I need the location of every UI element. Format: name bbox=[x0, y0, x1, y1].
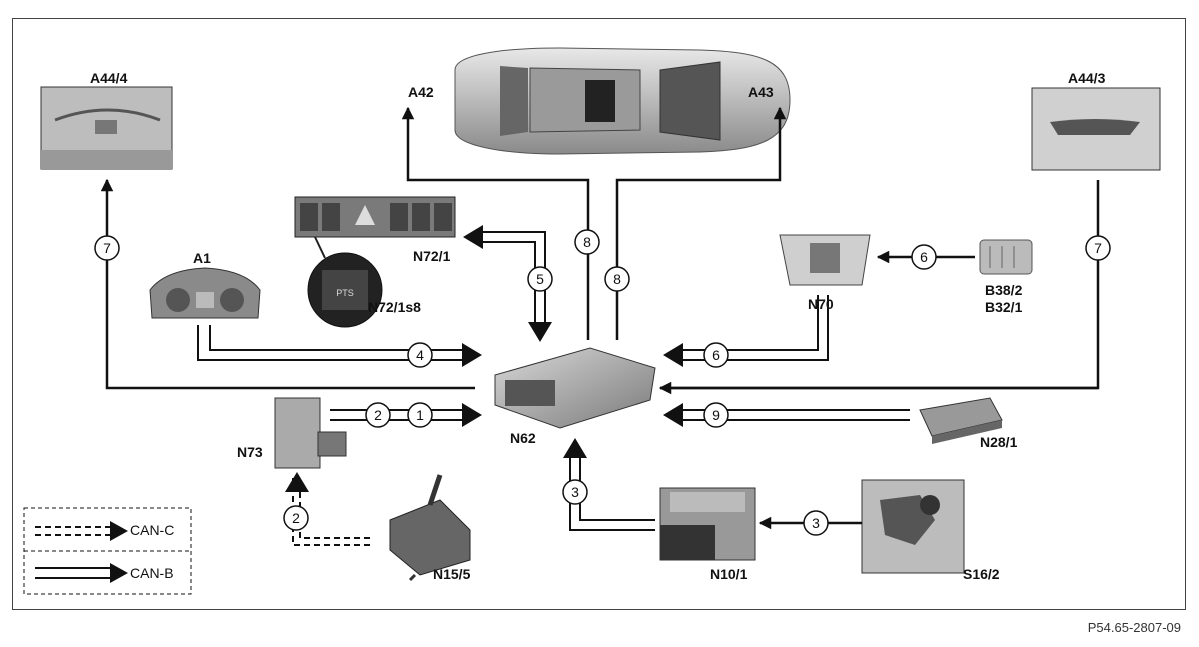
n70-image bbox=[779, 234, 871, 286]
num-8-left: 8 bbox=[583, 234, 591, 250]
num-6-n70: 6 bbox=[712, 347, 720, 363]
label-n72-1s8: N72/1s8 bbox=[368, 299, 421, 315]
label-s16-2: S16/2 bbox=[963, 566, 1000, 582]
num-7-right: 7 bbox=[1094, 240, 1102, 256]
legend-box bbox=[23, 507, 192, 595]
a44-3-image bbox=[1031, 87, 1161, 171]
num-4: 4 bbox=[416, 347, 424, 363]
num-3-n10: 3 bbox=[571, 484, 579, 500]
label-n72-1: N72/1 bbox=[413, 248, 451, 264]
can-c-line bbox=[292, 478, 370, 546]
s16-2-image bbox=[861, 479, 965, 574]
label-n62: N62 bbox=[510, 430, 536, 446]
num-7-left: 7 bbox=[103, 240, 111, 256]
num-3-s16: 3 bbox=[812, 515, 820, 531]
label-a1: A1 bbox=[193, 250, 211, 266]
num-8-right: 8 bbox=[613, 271, 621, 287]
num-9: 9 bbox=[712, 407, 720, 423]
can-b-arrowheads bbox=[462, 225, 683, 458]
b38-2-image bbox=[979, 239, 1033, 275]
label-n28-1: N28/1 bbox=[980, 434, 1018, 450]
label-a44-3: A44/3 bbox=[1068, 70, 1106, 86]
can-c-arrowhead bbox=[285, 472, 309, 492]
switch-button-text: PTS bbox=[336, 288, 354, 298]
a44-4-image bbox=[40, 86, 173, 170]
n10-1-image bbox=[659, 487, 756, 561]
label-n73: N73 bbox=[237, 444, 263, 460]
num-6-b38: 6 bbox=[920, 249, 928, 265]
label-b38-2: B38/2 bbox=[985, 282, 1023, 298]
label-n10-1: N10/1 bbox=[710, 566, 748, 582]
num-5: 5 bbox=[536, 271, 544, 287]
line-8-a43 bbox=[615, 106, 787, 340]
number-circles bbox=[94, 229, 1111, 536]
n15-5-image bbox=[389, 474, 471, 582]
label-b38-2-b32-1: B38/2 B32/1 bbox=[985, 282, 1022, 316]
n73-image bbox=[274, 397, 347, 469]
n72-1-image bbox=[294, 196, 456, 328]
legend-can-c: CAN-C bbox=[130, 522, 175, 538]
n62-image bbox=[494, 347, 656, 429]
line-8-a42 bbox=[401, 106, 590, 340]
num-2: 2 bbox=[374, 407, 382, 423]
vehicle-image bbox=[454, 47, 791, 155]
num-2-can-c: 2 bbox=[292, 510, 300, 526]
label-a43: A43 bbox=[748, 84, 774, 100]
label-b32-1: B32/1 bbox=[985, 299, 1023, 315]
n28-1-image bbox=[919, 397, 1003, 444]
label-a42: A42 bbox=[408, 84, 434, 100]
legend-can-b: CAN-B bbox=[130, 565, 174, 581]
figure-id: P54.65-2807-09 bbox=[1087, 620, 1181, 635]
label-a44-4: A44/4 bbox=[90, 70, 128, 86]
label-n15-5: N15/5 bbox=[433, 566, 471, 582]
a1-image bbox=[149, 267, 261, 319]
label-n70: N70 bbox=[808, 296, 834, 312]
num-1: 1 bbox=[416, 407, 424, 423]
